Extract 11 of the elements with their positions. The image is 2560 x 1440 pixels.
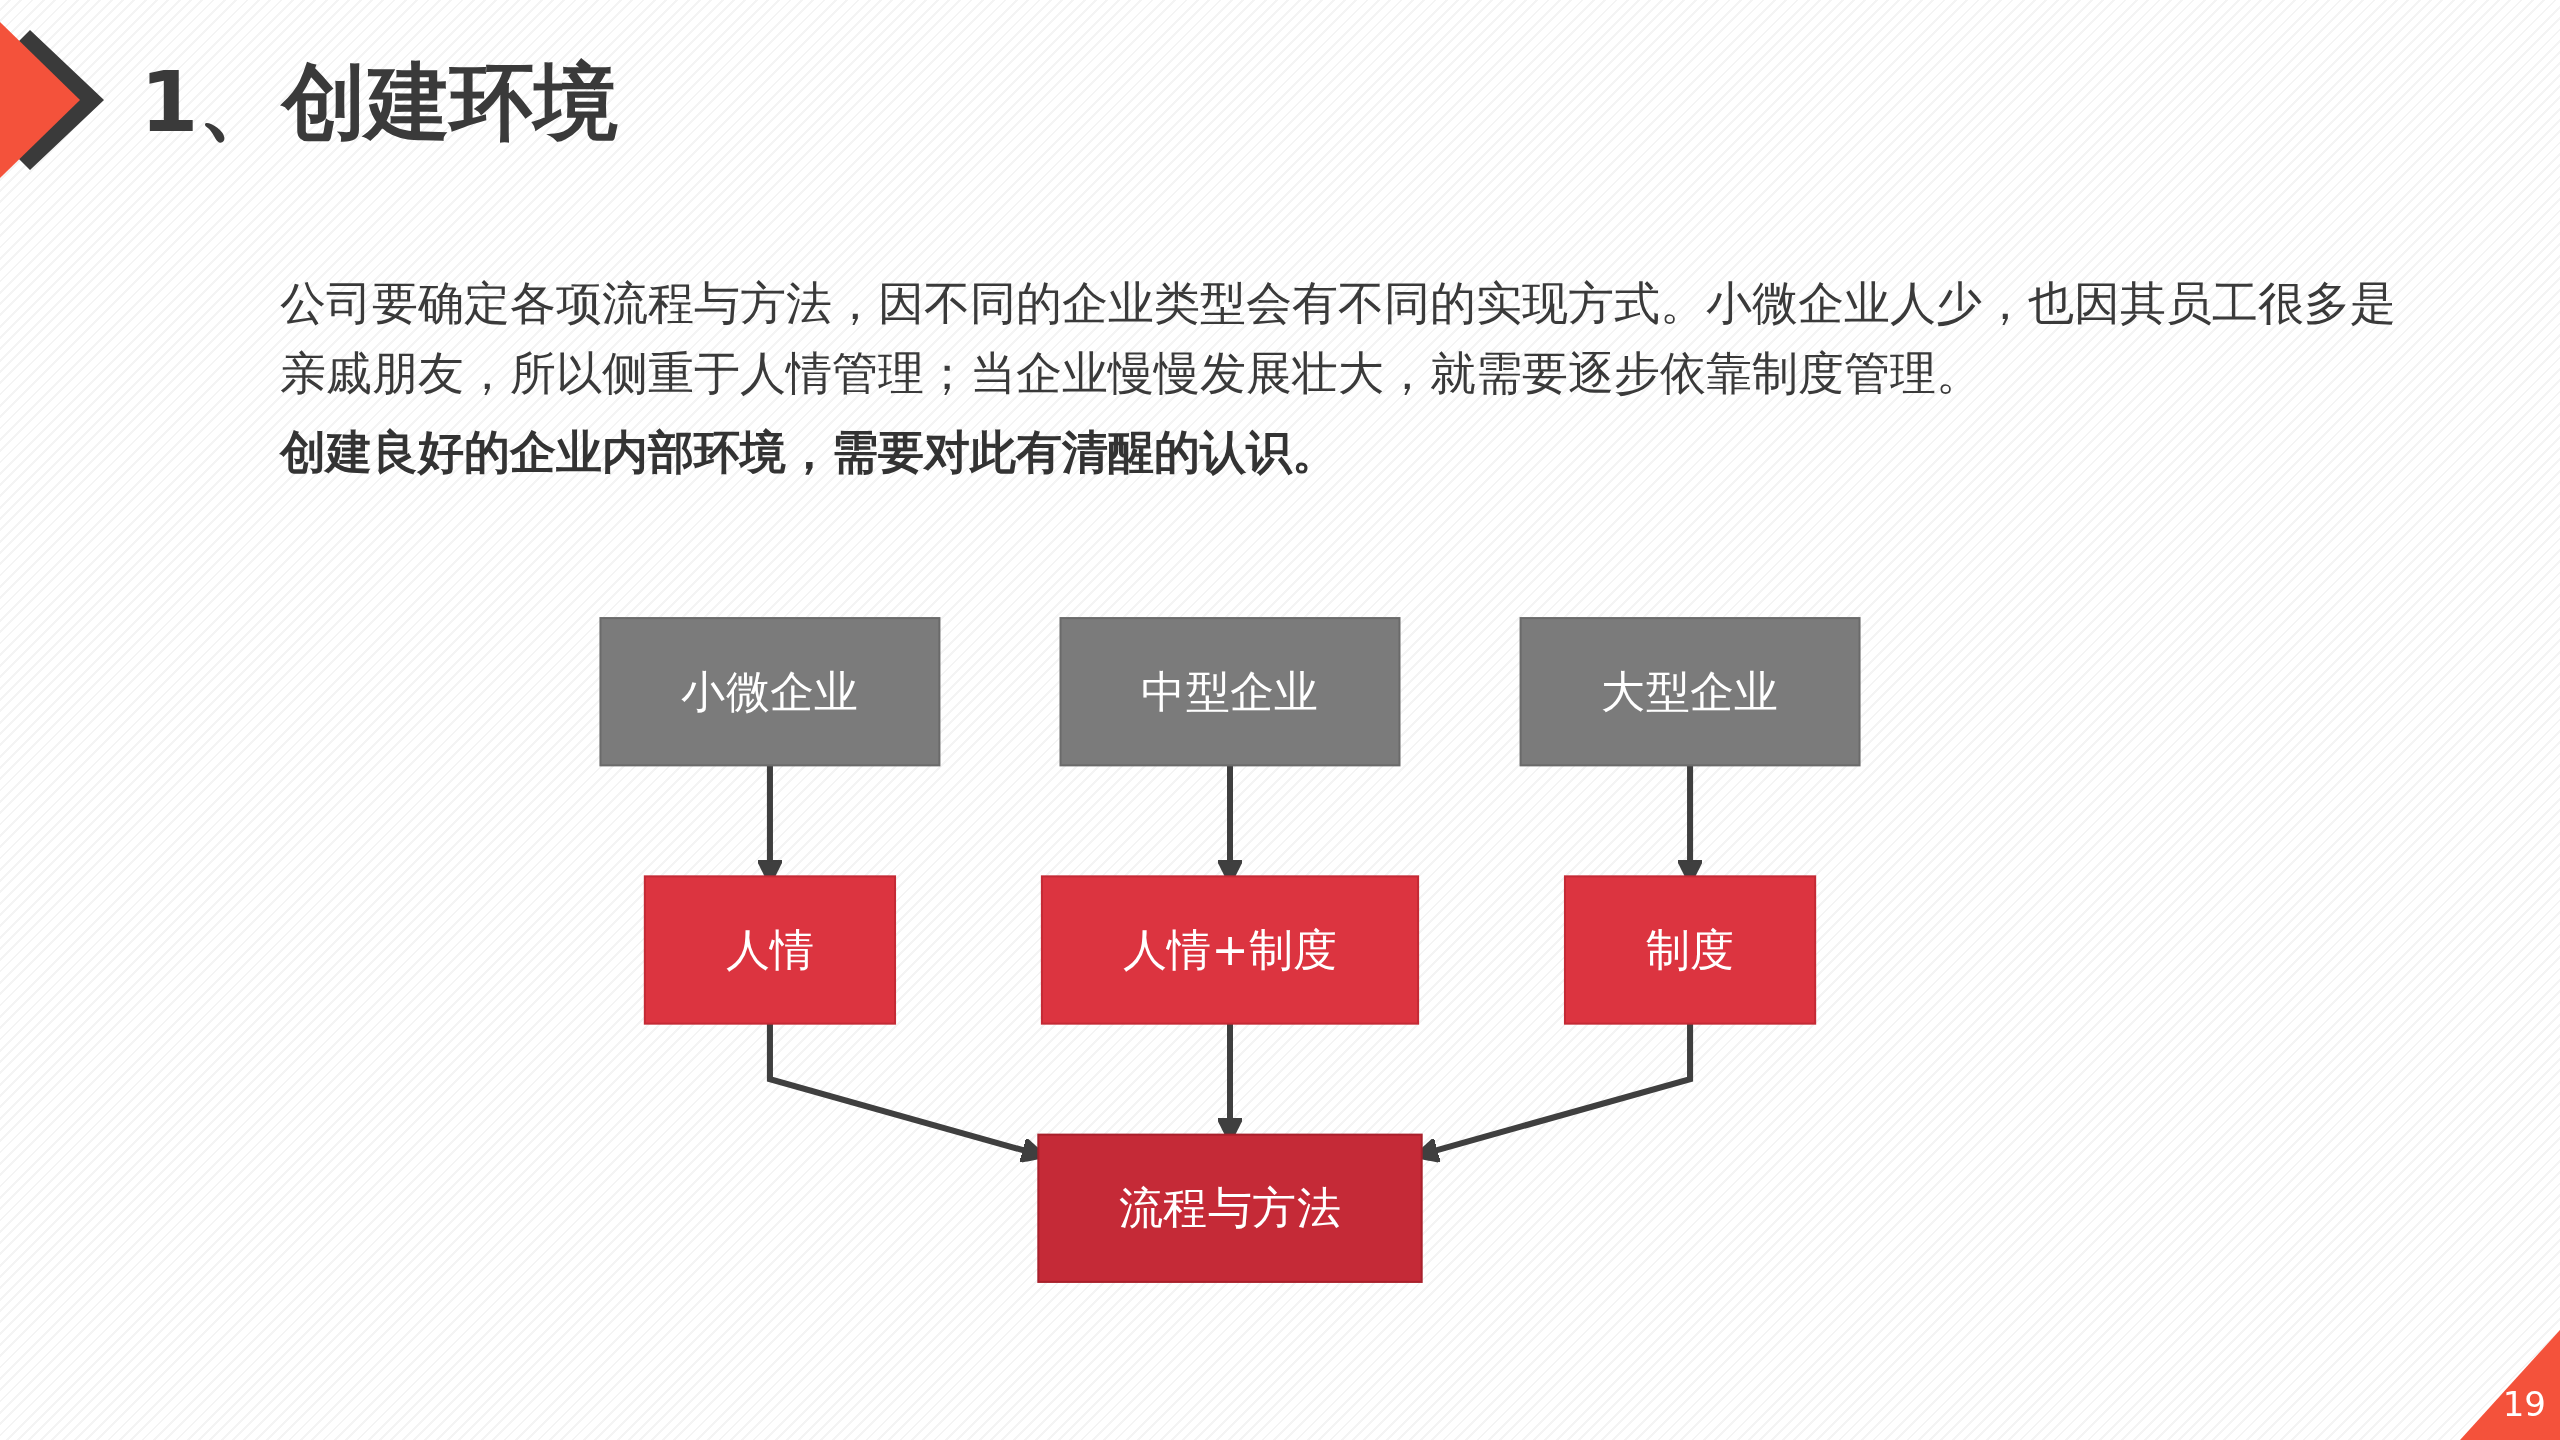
node-box: 人情: [643, 875, 897, 1025]
node-box: 中型企业: [1059, 617, 1401, 767]
emphasis-sentence: 创建良好的企业内部环境，需要对此有清醒的认识。: [280, 424, 1338, 481]
slide-title: 1、创建环境: [140, 52, 619, 153]
node-box: 大型企业: [1519, 617, 1861, 767]
page-number: 19: [2502, 1384, 2546, 1424]
node-box: 制度: [1563, 875, 1817, 1025]
node-box: 人情+制度: [1040, 875, 1420, 1025]
node-box: 小微企业: [599, 617, 941, 767]
node-box: 流程与方法: [1037, 1133, 1423, 1283]
body-paragraph: 公司要确定各项流程与方法，因不同的企业类型会有不同的实现方式。小微企业人少，也因其员工很多是亲戚朋友，所以侧重于人情管理；当企业慢慢发展壮大，就需要逐步依靠制度管理。: [280, 275, 2397, 402]
